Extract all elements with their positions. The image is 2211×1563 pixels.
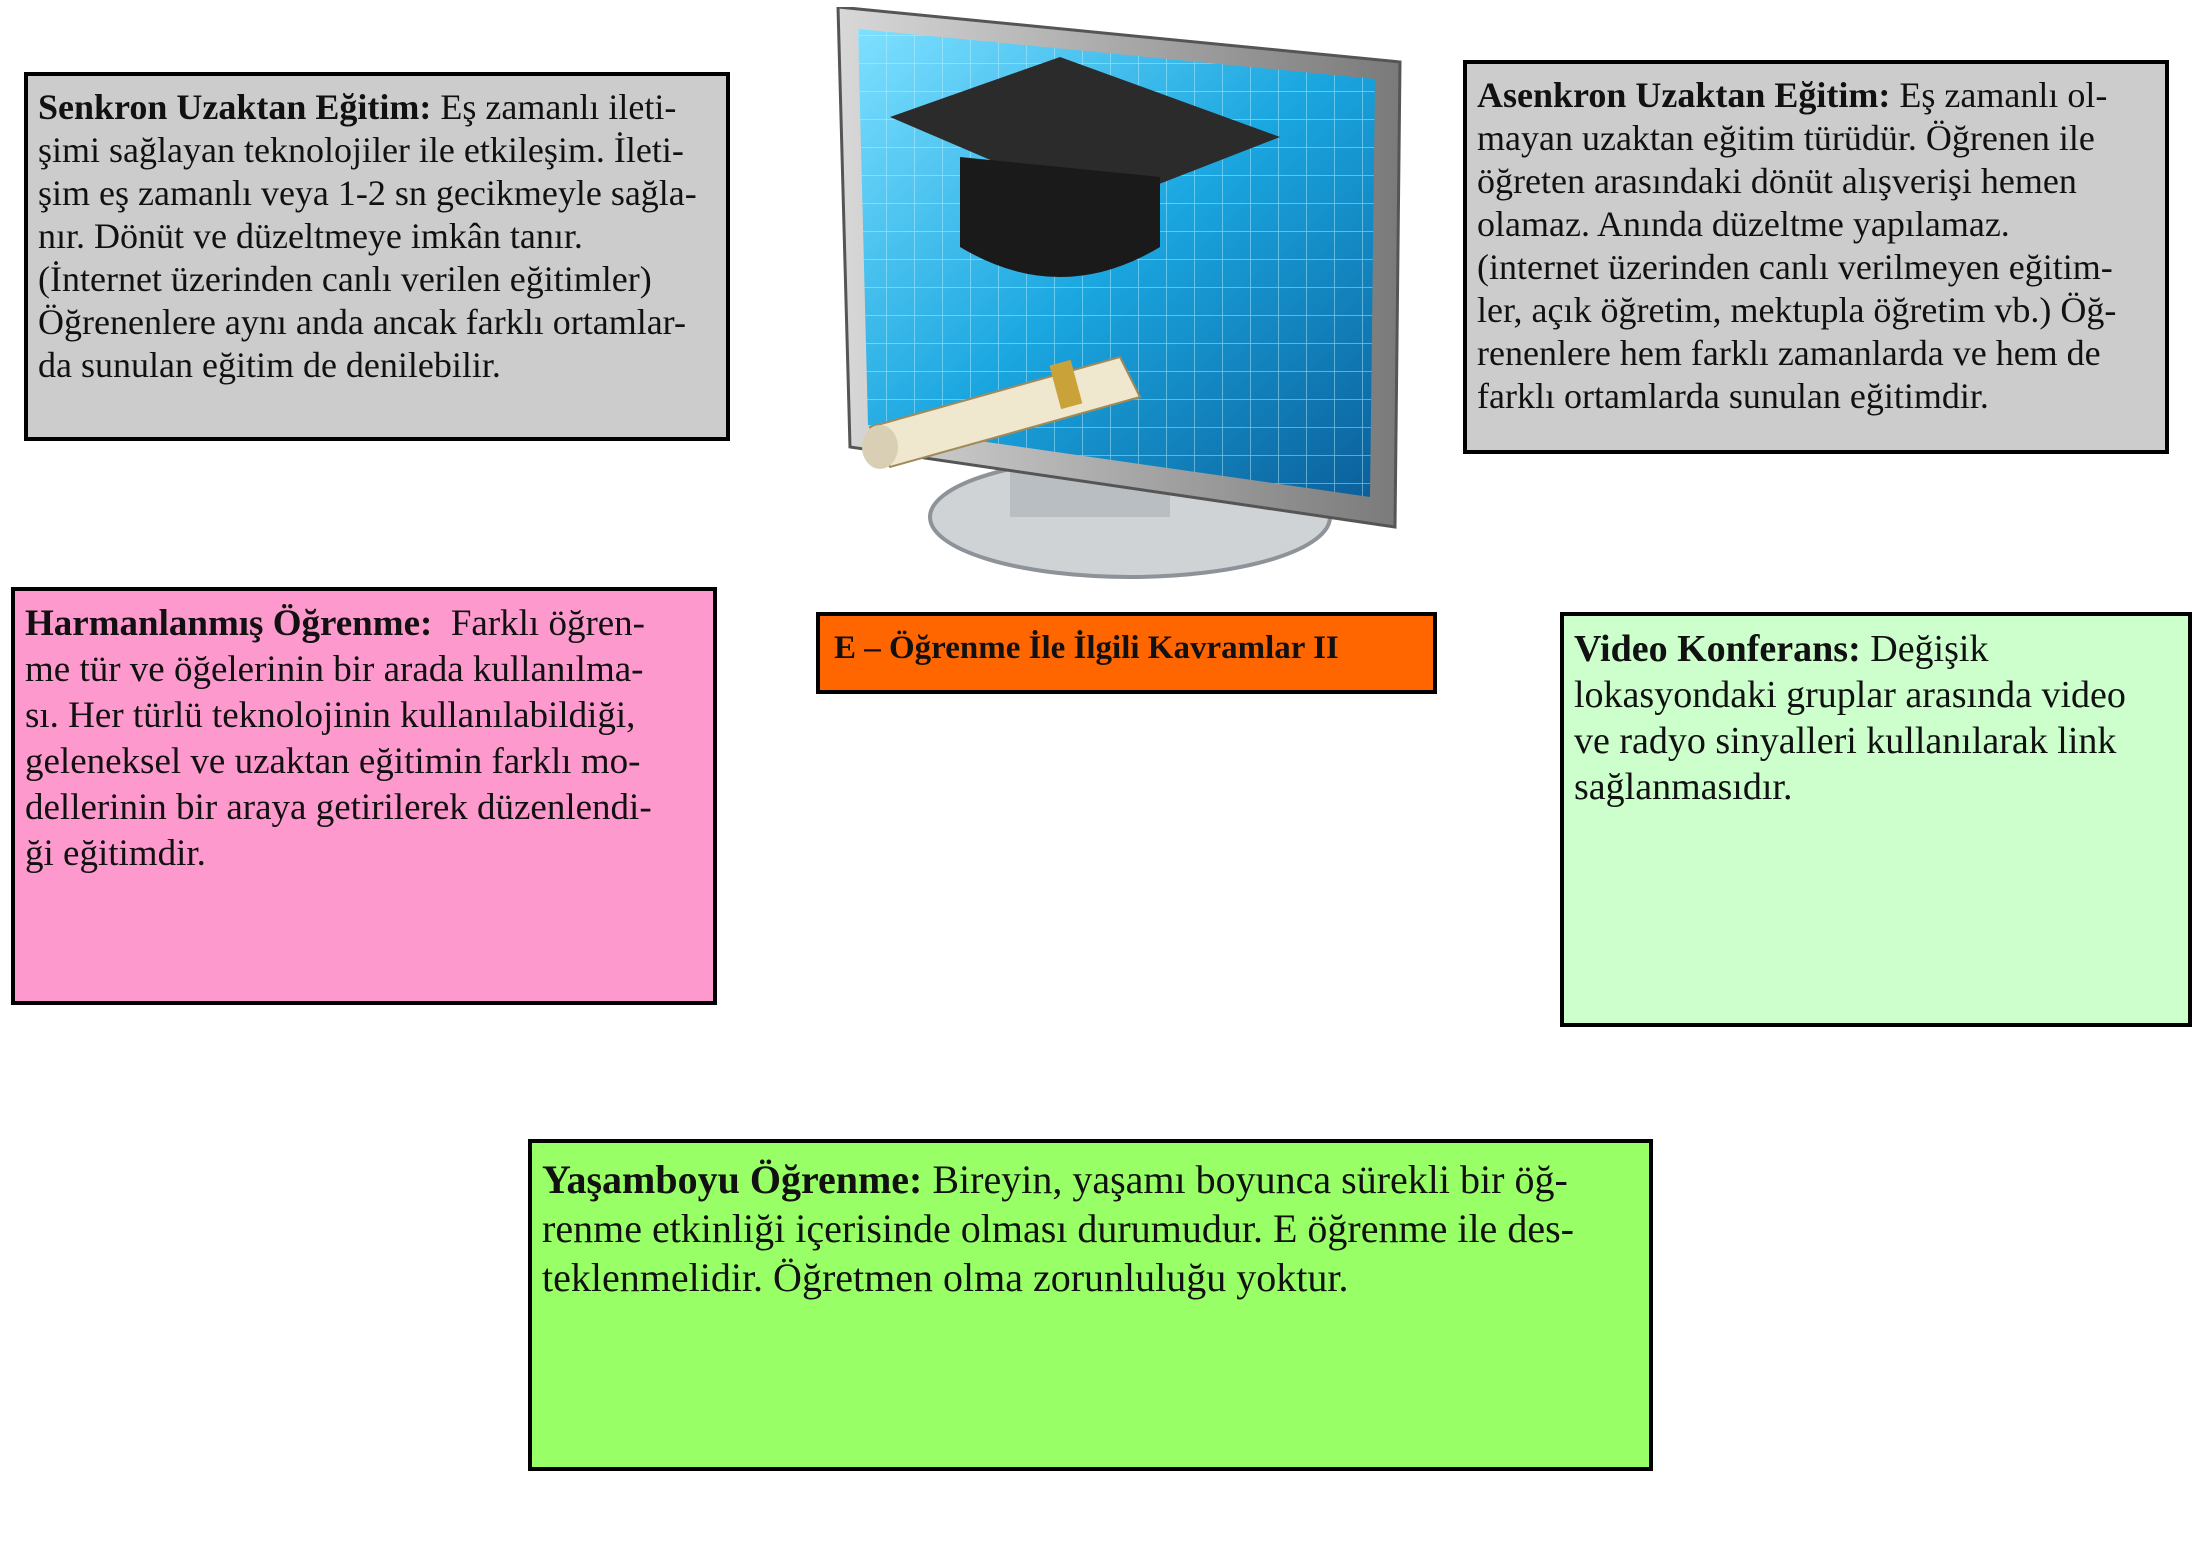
video-konferans-definition-box: Video Konferans: Değişik lokasyondaki gr… xyxy=(1560,612,2192,1027)
text-line: da sunulan eğitim de denilebilir. xyxy=(38,345,501,385)
senkron-definition-box: Senkron Uzaktan Eğitim: Eş zamanlı ileti… xyxy=(24,72,730,441)
text-line: mayan uzaktan eğitim türüdür. Öğrenen il… xyxy=(1477,118,2095,158)
text-line: Öğrenenlere aynı anda ancak farklı ortam… xyxy=(38,302,686,342)
text-line: ve radyo sinyalleri kullanılarak link xyxy=(1574,720,2117,762)
text-line: sı. Her türlü teknolojinin kullanılabild… xyxy=(25,695,636,736)
text-line: (İnternet üzerinden canlı verilen eğitim… xyxy=(38,259,652,299)
term: Video Konferans: xyxy=(1574,628,1861,670)
text-line: şimi sağlayan teknolojiler ile etkileşim… xyxy=(38,130,684,170)
yasamboyu-definition-box: Yaşamboyu Öğrenme: Bireyin, yaşamı boyun… xyxy=(528,1139,1653,1471)
term: Harmanlanmış Öğrenme: xyxy=(25,603,433,644)
text-line: farklı ortamlarda sunulan eğitimdir. xyxy=(1477,376,1989,416)
term: Asenkron Uzaktan Eğitim: xyxy=(1477,75,1891,115)
text-line: ği eğitimdir. xyxy=(25,833,206,874)
asenkron-definition-box: Asenkron Uzaktan Eğitim: Eş zamanlı ol- … xyxy=(1463,60,2169,454)
text-line: renme etkinliği içerisinde olması durumu… xyxy=(542,1206,1574,1251)
text-line: sağlanmasıdır. xyxy=(1574,766,1793,808)
text-line: renenlere hem farklı zamanlarda ve hem d… xyxy=(1477,333,2101,373)
page-title: E – Öğrenme İle İlgili Kavramlar II xyxy=(816,612,1437,694)
text-line: (internet üzerinden canlı verilmeyen eği… xyxy=(1477,247,2113,287)
text-line: dellerinin bir araya getirilerek düzenle… xyxy=(25,787,652,828)
text-line: lokasyondaki gruplar arasında video xyxy=(1574,674,2126,716)
harmanlanmis-definition-box: Harmanlanmış Öğrenme: Farklı öğren- me t… xyxy=(11,587,717,1005)
text-line: şim eş zamanlı veya 1-2 sn gecikmeyle sa… xyxy=(38,173,697,213)
text-line: me tür ve öğelerinin bir arada kullanılm… xyxy=(25,649,644,690)
text-line: geleneksel ve uzaktan eğitimin farklı mo… xyxy=(25,741,641,782)
term: Senkron Uzaktan Eğitim: xyxy=(38,87,432,127)
term: Yaşamboyu Öğrenme: xyxy=(542,1157,923,1202)
text-line: öğreten arasındaki dönüt alışverişi heme… xyxy=(1477,161,2077,201)
text-line: olamaz. Anında düzeltme yapılamaz. xyxy=(1477,204,2010,244)
text-line: teklenmelidir. Öğretmen olma zorunluluğu… xyxy=(542,1255,1349,1300)
text-line: nır. Dönüt ve düzeltmeye imkân tanır. xyxy=(38,216,583,256)
text-line: ler, açık öğretim, mektupla öğretim vb.)… xyxy=(1477,290,2117,330)
monitor-graduation-cap-illustration xyxy=(836,7,1402,579)
